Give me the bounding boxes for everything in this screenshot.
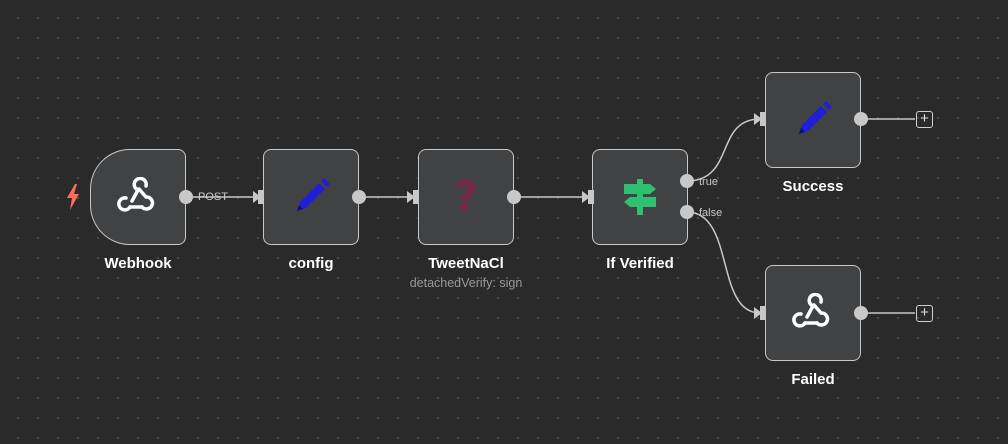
arrow-config: [253, 191, 261, 203]
node-tweetnacl[interactable]: ?: [418, 149, 514, 245]
output-connector[interactable]: [853, 111, 869, 127]
arrowheads: [253, 113, 762, 319]
add-node-button[interactable]: +: [916, 111, 933, 128]
node-label-failed: Failed: [791, 371, 835, 388]
arrow-success: [754, 113, 762, 125]
webhook-icon: [792, 293, 830, 328]
signpost-icon: [624, 179, 656, 215]
node-label-config: config: [288, 255, 334, 272]
input-connector[interactable]: [588, 190, 594, 204]
input-connector[interactable]: [760, 112, 766, 126]
add-node-button[interactable]: +: [916, 305, 933, 322]
node-subtitle-tweetnacl: detachedVerify: sign: [409, 276, 523, 290]
question-mark-icon: ?: [454, 174, 478, 220]
arrow-failed: [754, 307, 762, 319]
output-connector-false[interactable]: [679, 204, 695, 220]
pencil-icon: [297, 178, 330, 211]
input-connector[interactable]: [258, 190, 264, 204]
node-success[interactable]: [765, 72, 861, 168]
edges-layer: [186, 118, 915, 314]
edge-label-true: true: [699, 176, 718, 188]
edge-label-false: false: [699, 207, 723, 219]
node-label-tweetnacl: TweetNaCl: [428, 255, 504, 272]
input-connector[interactable]: [413, 190, 419, 204]
node-failed[interactable]: [765, 265, 861, 361]
edge-ifverified-failed[interactable]: [686, 211, 761, 314]
pencil-icon: [799, 101, 832, 134]
output-connector[interactable]: [351, 189, 367, 205]
arrow-ifverified: [582, 191, 590, 203]
node-label-if-verified: If Verified: [606, 255, 674, 272]
arrow-tweetnacl: [407, 191, 415, 203]
output-connector[interactable]: [506, 189, 522, 205]
edge-ifverified-success[interactable]: [686, 118, 761, 182]
node-if-verified[interactable]: [592, 149, 688, 245]
output-connector[interactable]: [853, 305, 869, 321]
output-connector[interactable]: [178, 189, 194, 205]
edge-label-post: POST: [198, 191, 228, 203]
node-label-webhook: Webhook: [104, 255, 172, 272]
output-connector-true[interactable]: [679, 173, 695, 189]
node-webhook[interactable]: [90, 149, 186, 245]
input-connector[interactable]: [760, 306, 766, 320]
node-label-success: Success: [782, 178, 844, 195]
node-config[interactable]: [263, 149, 359, 245]
trigger-bolt-icon: [67, 184, 79, 210]
webhook-icon: [117, 177, 155, 212]
